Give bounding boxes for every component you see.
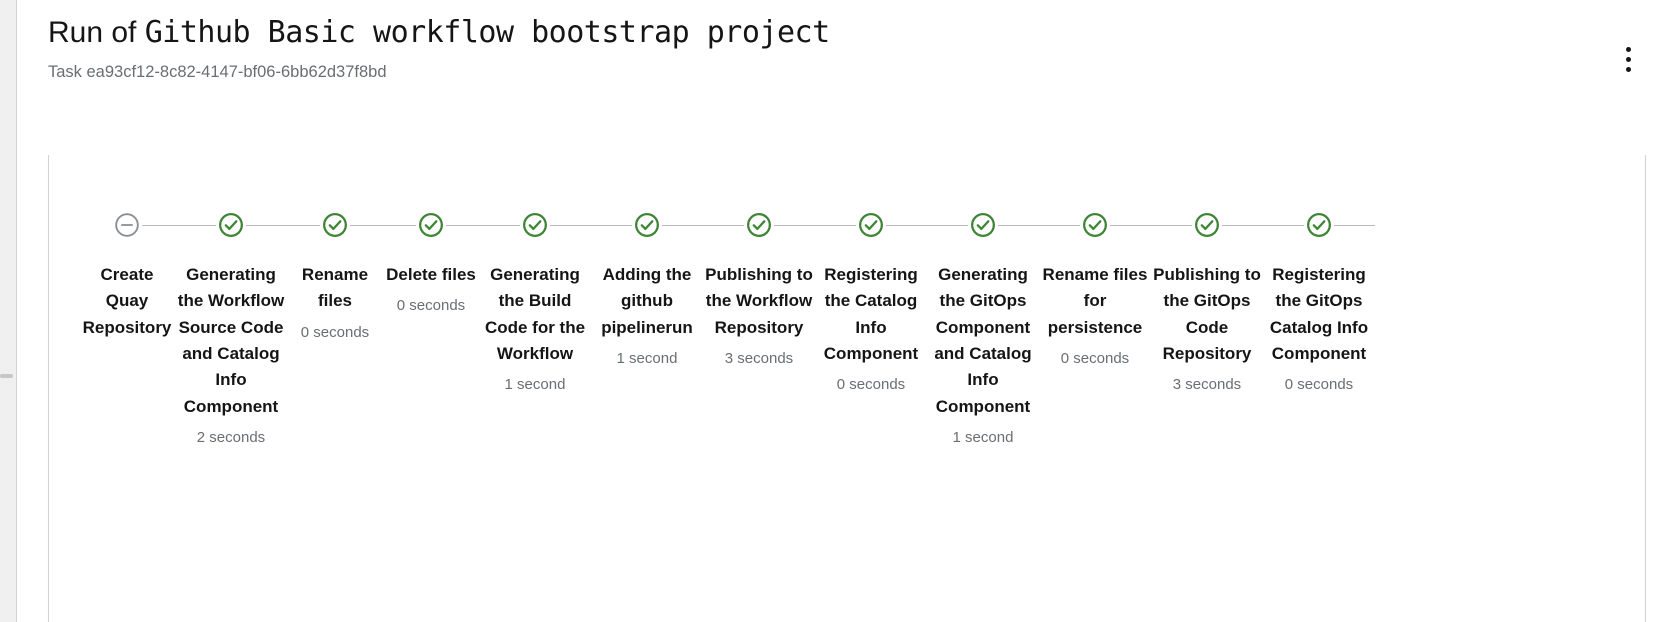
step-label: Generating the GitOps Component and Cata… [934, 265, 1032, 416]
workflow-step[interactable]: Generating the Build Code for the Workfl… [479, 210, 591, 397]
step-duration: 0 seconds [396, 297, 466, 315]
workflow-step[interactable]: Registering the Catalog Info Component 0 … [815, 210, 927, 397]
step-label: Publishing to the GitOps Code Repository [1153, 265, 1261, 364]
step-connector-line [815, 224, 856, 226]
step-connector-line [1263, 224, 1304, 226]
step-icon-row [703, 210, 815, 240]
page-header: Run of Github Basic workflow bootstrap p… [48, 14, 1628, 83]
step-connector-line [383, 224, 416, 226]
check-circle-icon[interactable] [320, 210, 350, 240]
step-duration: 0 seconds [300, 323, 370, 341]
step-label: Delete files [386, 265, 476, 284]
step-connector-line [703, 224, 744, 226]
step-icon-row [1039, 210, 1151, 240]
step-connector-line [1110, 224, 1151, 226]
workflow-step[interactable]: Delete files 0 seconds [383, 210, 479, 318]
check-circle-icon[interactable] [520, 210, 550, 240]
step-connector-line [350, 224, 383, 226]
step-connector-line [1151, 224, 1192, 226]
page-title-workflow-name: Github Basic workflow bootstrap project [144, 15, 830, 50]
step-label: Rename files for persistence [1042, 265, 1148, 337]
step-connector-line [175, 224, 216, 226]
kebab-dot-2 [1625, 56, 1631, 62]
step-duration: 0 seconds [836, 376, 906, 394]
step-label: Create Quay Repository [82, 265, 172, 337]
check-circle-icon[interactable] [1304, 210, 1334, 240]
kebab-menu-icon[interactable] [1608, 36, 1648, 82]
step-duration: 0 seconds [1060, 350, 1130, 368]
step-label: Publishing to the Workflow Repository [705, 265, 813, 337]
step-duration: 3 seconds [1172, 376, 1242, 394]
step-duration: 1 second [504, 376, 566, 394]
step-icon-row [383, 210, 479, 240]
step-connector-line [927, 224, 968, 226]
step-connector-line [886, 224, 927, 226]
workflow-step[interactable]: Publishing to the Workflow Repository 3 s… [703, 210, 815, 370]
step-icon-row [591, 210, 703, 240]
step-icon-row [815, 210, 927, 240]
step-label: Generating the Build Code for the Workfl… [484, 265, 586, 364]
step-label: Generating the Workflow Source Code and … [177, 265, 285, 416]
step-duration: 1 second [952, 429, 1014, 447]
step-duration: 2 seconds [196, 429, 266, 447]
kebab-dot-3 [1625, 66, 1631, 72]
check-circle-icon[interactable] [216, 210, 246, 240]
step-label: Adding the github pipelinerun [601, 265, 693, 337]
step-icon-row [79, 210, 175, 240]
step-icon-row [175, 210, 287, 240]
workflow-step[interactable]: Generating the GitOps Component and Cata… [927, 210, 1039, 449]
step-connector-line [998, 224, 1039, 226]
step-connector-line [287, 224, 320, 226]
step-duration: 3 seconds [724, 350, 794, 368]
step-label: Rename files [301, 265, 369, 311]
check-circle-icon[interactable] [968, 210, 998, 240]
check-circle-icon[interactable] [632, 210, 662, 240]
step-duration: 0 seconds [1284, 376, 1354, 394]
step-connector-line [591, 224, 632, 226]
step-connector-line [446, 224, 479, 226]
step-icon-row [479, 210, 591, 240]
step-connector-line [246, 224, 287, 226]
check-circle-icon[interactable] [744, 210, 774, 240]
minus-circle-icon[interactable] [112, 210, 142, 240]
check-circle-icon[interactable] [856, 210, 886, 240]
check-circle-icon[interactable] [416, 210, 446, 240]
workflow-step[interactable]: Publishing to the GitOps Code Repository… [1151, 210, 1263, 397]
step-connector-line [1039, 224, 1080, 226]
workflow-step[interactable]: Create Quay Repository [79, 210, 175, 347]
check-circle-icon[interactable] [1192, 210, 1222, 240]
step-duration: 1 second [616, 350, 678, 368]
task-id-subtitle: Task ea93cf12-8c82-4147-bf06-6bb62d37f8b… [48, 62, 387, 81]
step-connector-line [1334, 224, 1375, 226]
workflow-step[interactable]: Adding the github pipelinerun 1 second [591, 210, 703, 370]
step-icon-row [1151, 210, 1263, 240]
workflow-step[interactable]: Generating the Workflow Source Code and … [175, 210, 287, 449]
sidebar-rail [0, 0, 17, 622]
step-label: Registering the GitOps Catalog Info Comp… [1269, 265, 1369, 364]
kebab-dot-1 [1625, 46, 1631, 52]
sidebar-resize-handle[interactable] [0, 374, 13, 378]
step-label: Registering the Catalog Info Component [823, 265, 919, 364]
check-circle-icon[interactable] [1080, 210, 1110, 240]
workflow-step[interactable]: Registering the GitOps Catalog Info Comp… [1263, 210, 1375, 397]
step-connector-line [1222, 224, 1263, 226]
workflow-step[interactable]: Rename files 0 seconds [287, 210, 383, 344]
step-icon-row [927, 210, 1039, 240]
step-icon-row [287, 210, 383, 240]
step-connector-line [550, 224, 591, 226]
step-connector-line [479, 224, 520, 226]
workflow-step[interactable]: Rename files for persistence 0 seconds [1039, 210, 1151, 370]
step-connector-line [774, 224, 815, 226]
step-icon-row [1263, 210, 1375, 240]
page-title: Run of Github Basic workflow bootstrap p… [48, 14, 1628, 52]
page-title-prefix: Run of [48, 16, 145, 49]
step-connector-line [662, 224, 703, 226]
step-connector-line [142, 224, 175, 226]
